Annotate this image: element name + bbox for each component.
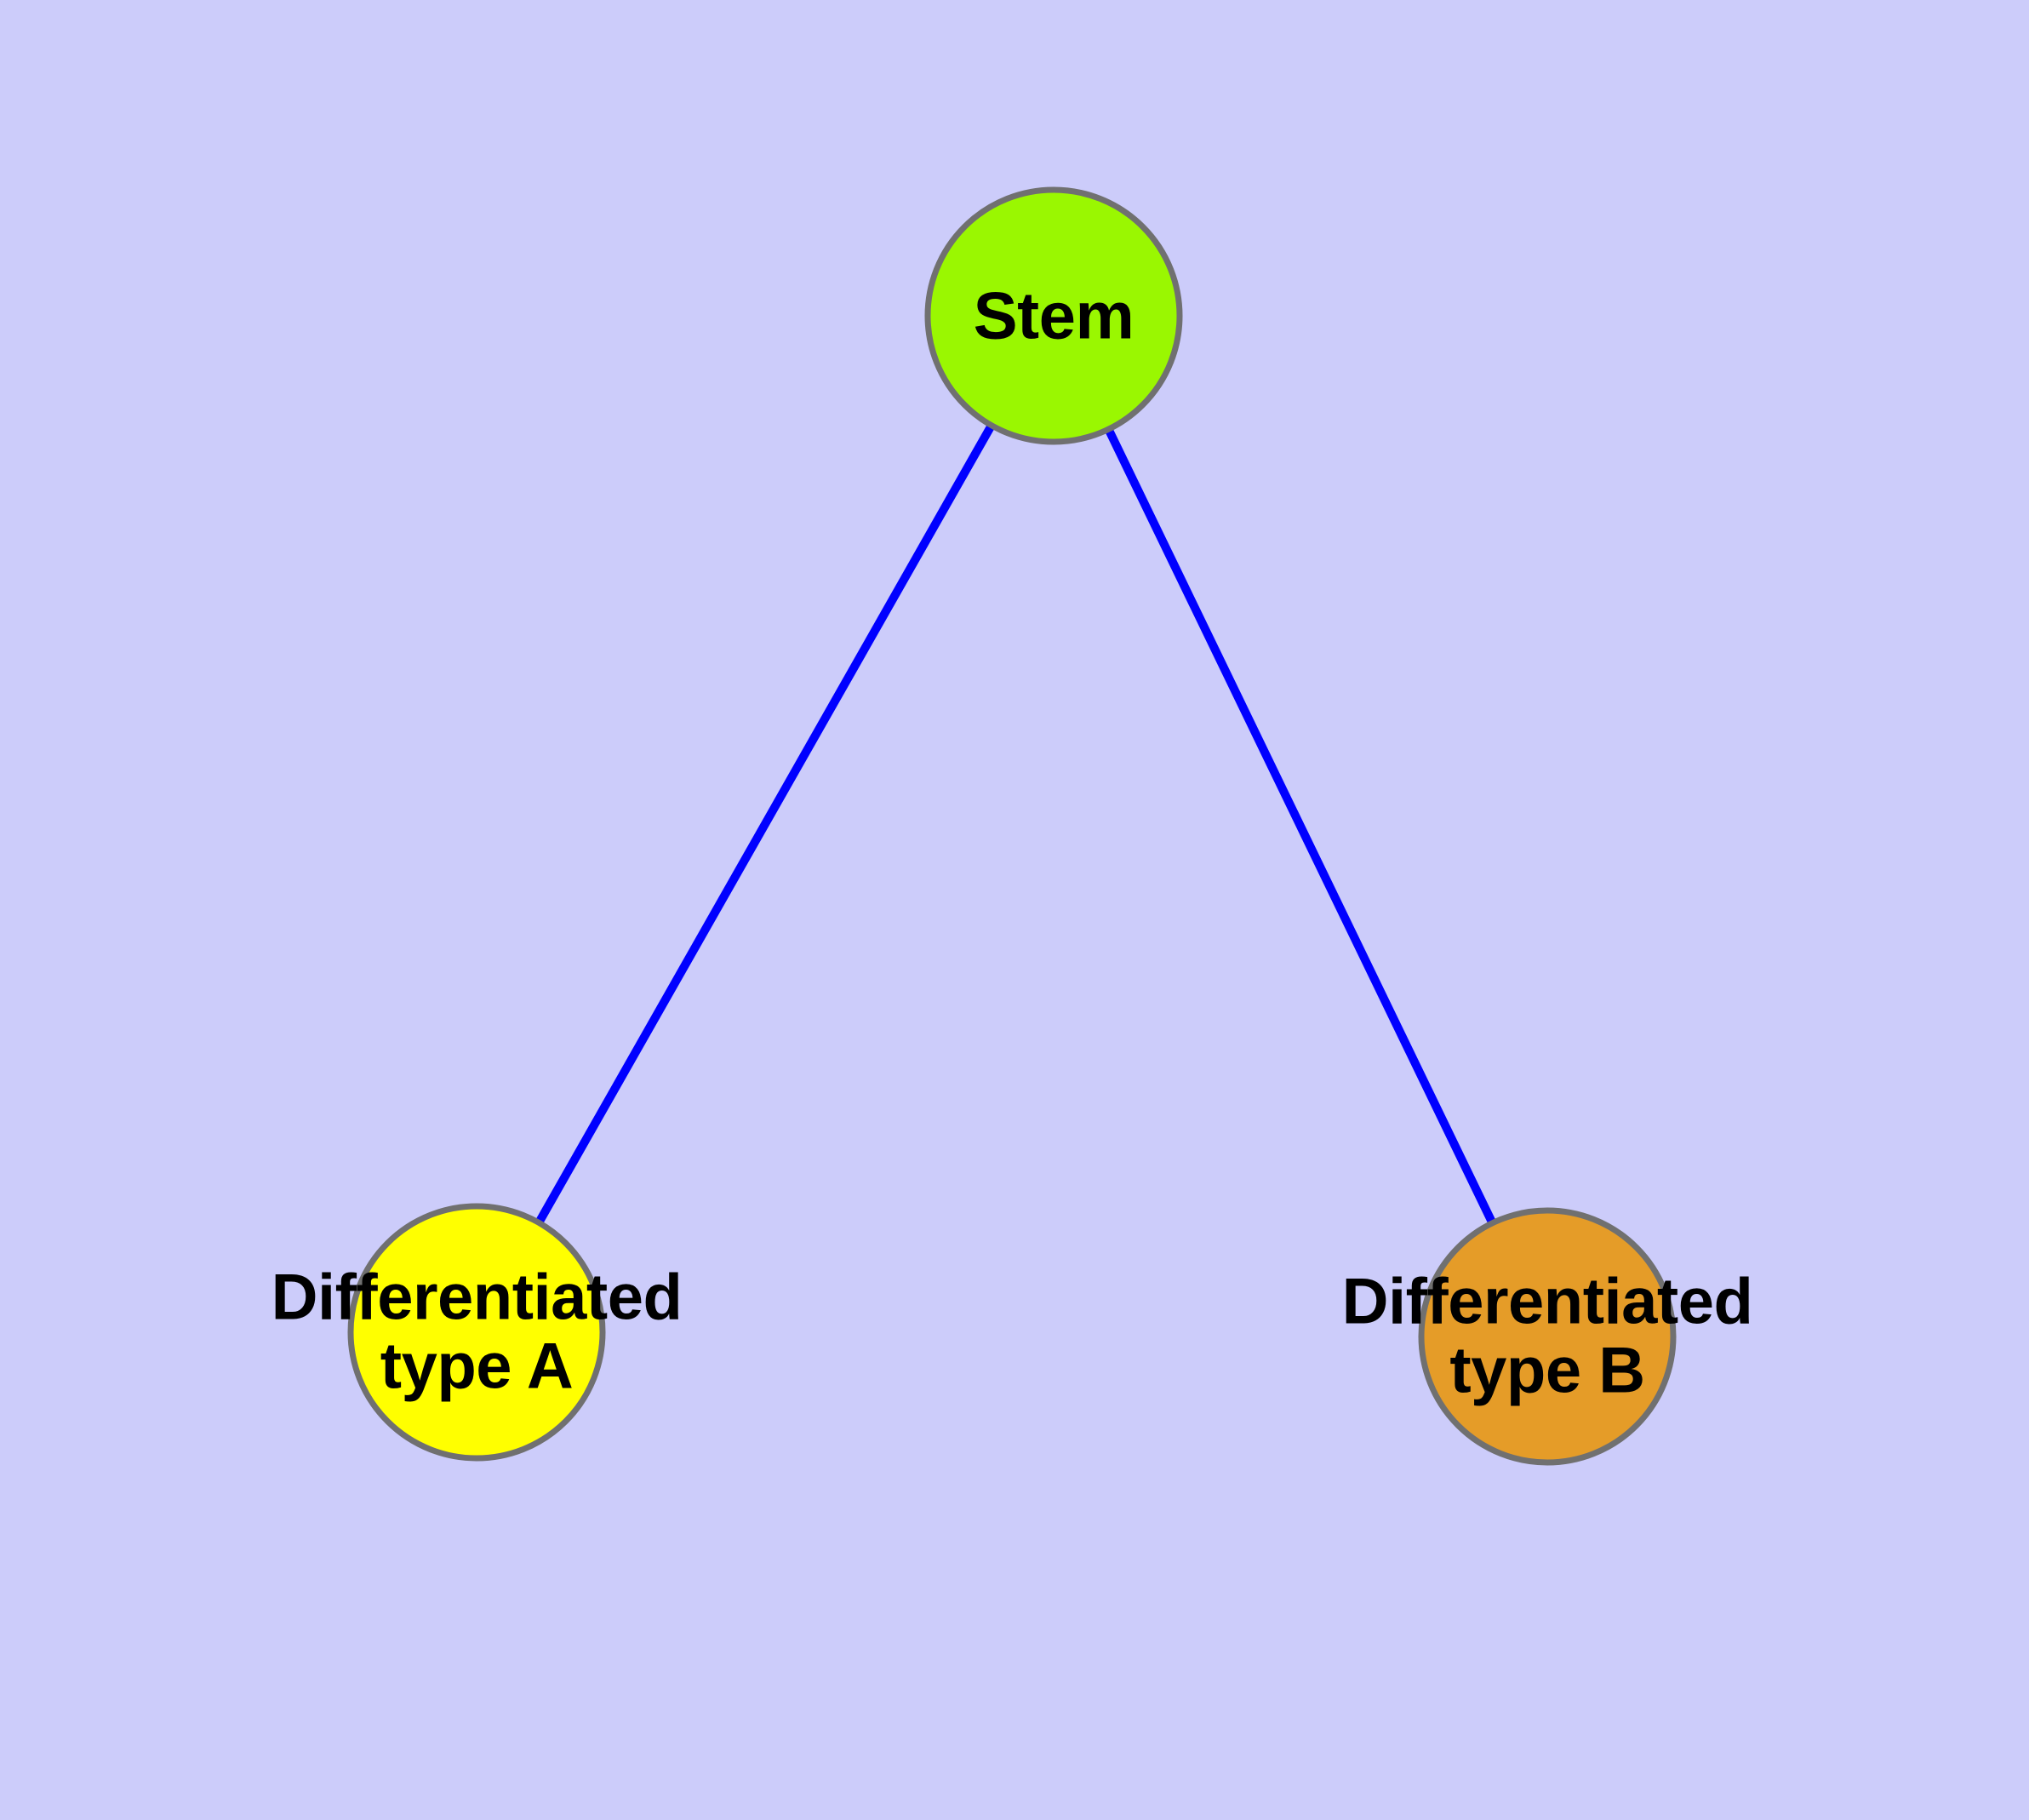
edge-stem-to-diff_a[interactable]: [534, 421, 997, 1227]
edge-layer: [534, 421, 1497, 1227]
node-layer: [347, 186, 1677, 1466]
edge-stem-to-diff_b[interactable]: [1104, 426, 1497, 1227]
node-diff_a[interactable]: [347, 1203, 606, 1462]
node-stem[interactable]: [924, 186, 1183, 445]
node-diff_b[interactable]: [1418, 1207, 1677, 1466]
